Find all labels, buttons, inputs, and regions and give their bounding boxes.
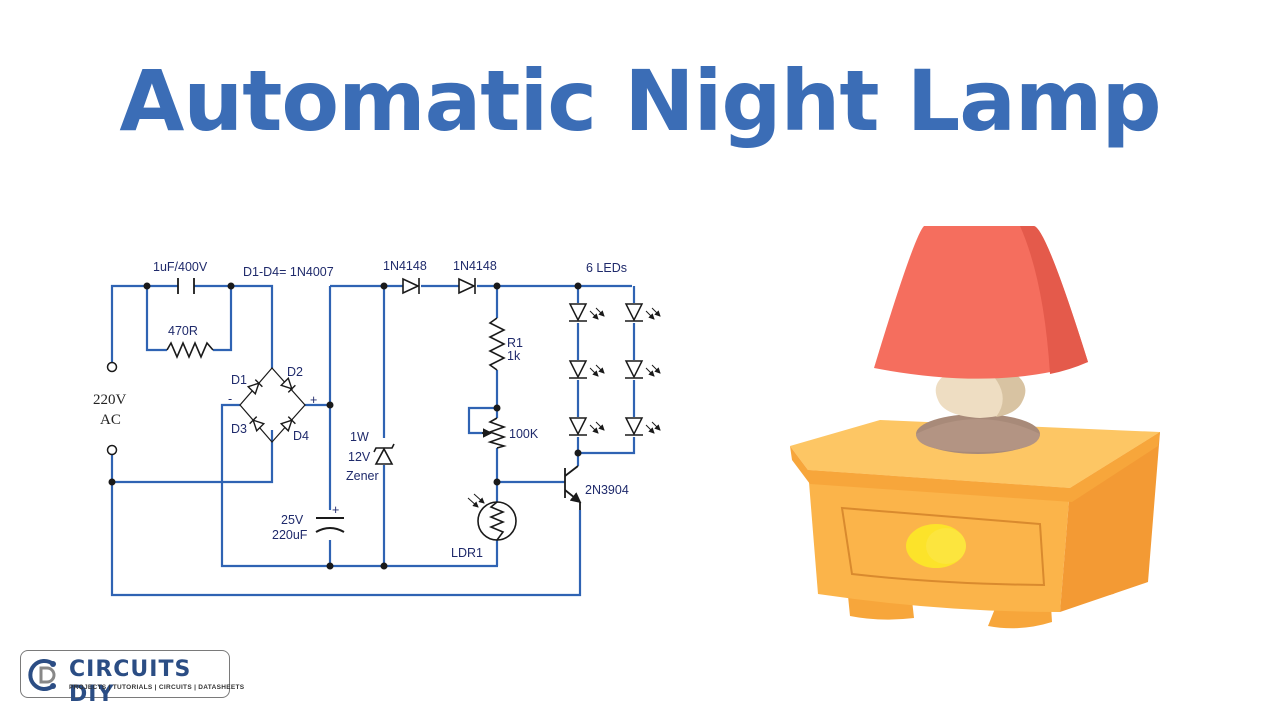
brand-logo[interactable]: CIRCUITS DIY PROJECTS | TUTORIALS | CIRC… [20, 650, 244, 707]
capacitor-label: 1uF/400V [153, 260, 208, 274]
resistor-icon [488, 317, 506, 371]
ldr-label: LDR1 [451, 546, 483, 560]
zener-diode-icon [373, 443, 395, 465]
leds-label: 6 LEDs [586, 261, 627, 275]
diode-icon [458, 277, 476, 295]
led-array [568, 303, 660, 436]
logo-tagline: PROJECTS | TUTORIALS | CIRCUITS | DATASH… [69, 684, 245, 691]
led-icon [568, 303, 604, 322]
plus-label: + [310, 393, 317, 407]
nightstand-top-icon [790, 420, 1160, 488]
ac-terminals [106, 361, 118, 456]
led-icon [624, 360, 660, 379]
logo-name: CIRCUITS DIY [69, 657, 192, 707]
led-icon [568, 360, 604, 379]
led-icon [624, 417, 660, 436]
cap2-value-label: 220uF [272, 528, 308, 542]
supply-type-label: AC [100, 412, 121, 428]
circuit-cd-logo-icon [28, 659, 56, 691]
circuit-wires [110, 284, 636, 597]
cap2-voltage-label: 25V [281, 513, 304, 527]
capacitor-icon [177, 278, 195, 294]
npn-transistor-icon [564, 465, 582, 510]
resistor-icon [166, 340, 214, 360]
pot-value-label: 100K [509, 427, 539, 441]
d1-label: D1 [231, 373, 247, 387]
d3-label: D3 [231, 422, 247, 436]
zener-type-label: Zener [346, 469, 379, 483]
r1-name-label: R1 [507, 336, 523, 350]
diode2-label: 1N4148 [453, 259, 497, 273]
led-icon [568, 417, 604, 436]
d2-label: D2 [287, 365, 303, 379]
diode-icon [402, 277, 420, 295]
bridge-rectifier-icon [239, 367, 306, 443]
electrolytic-capacitor-icon [315, 517, 345, 533]
nightstand-side-icon [1060, 432, 1160, 612]
junction-dots [108, 282, 582, 570]
r1-value-label: 1k [507, 349, 521, 363]
zener-voltage-label: 12V [348, 450, 371, 464]
page-title: Automatic Night Lamp [119, 52, 1161, 150]
drawer-icon [840, 506, 1046, 587]
bedside-lamp-icon [790, 226, 1160, 629]
cap2-plus-label: + [332, 503, 339, 517]
zener-power-label: 1W [350, 430, 369, 444]
bridge-label: D1-D4= 1N4007 [243, 265, 334, 279]
d4-label: D4 [293, 429, 309, 443]
circuit-schematic: 1uF/400V 470R D1-D4= 1N4007 D1 D2 D3 D4 … [93, 259, 720, 597]
transistor-label: 2N3904 [585, 483, 629, 497]
supply-voltage-label: 220V [93, 392, 127, 408]
ldr-icon [467, 493, 517, 541]
led-icon [624, 303, 660, 322]
potentiometer-icon [482, 417, 507, 449]
resistor-label: 470R [168, 324, 198, 338]
minus-label: - [228, 392, 232, 406]
diode1-label: 1N4148 [383, 259, 427, 273]
